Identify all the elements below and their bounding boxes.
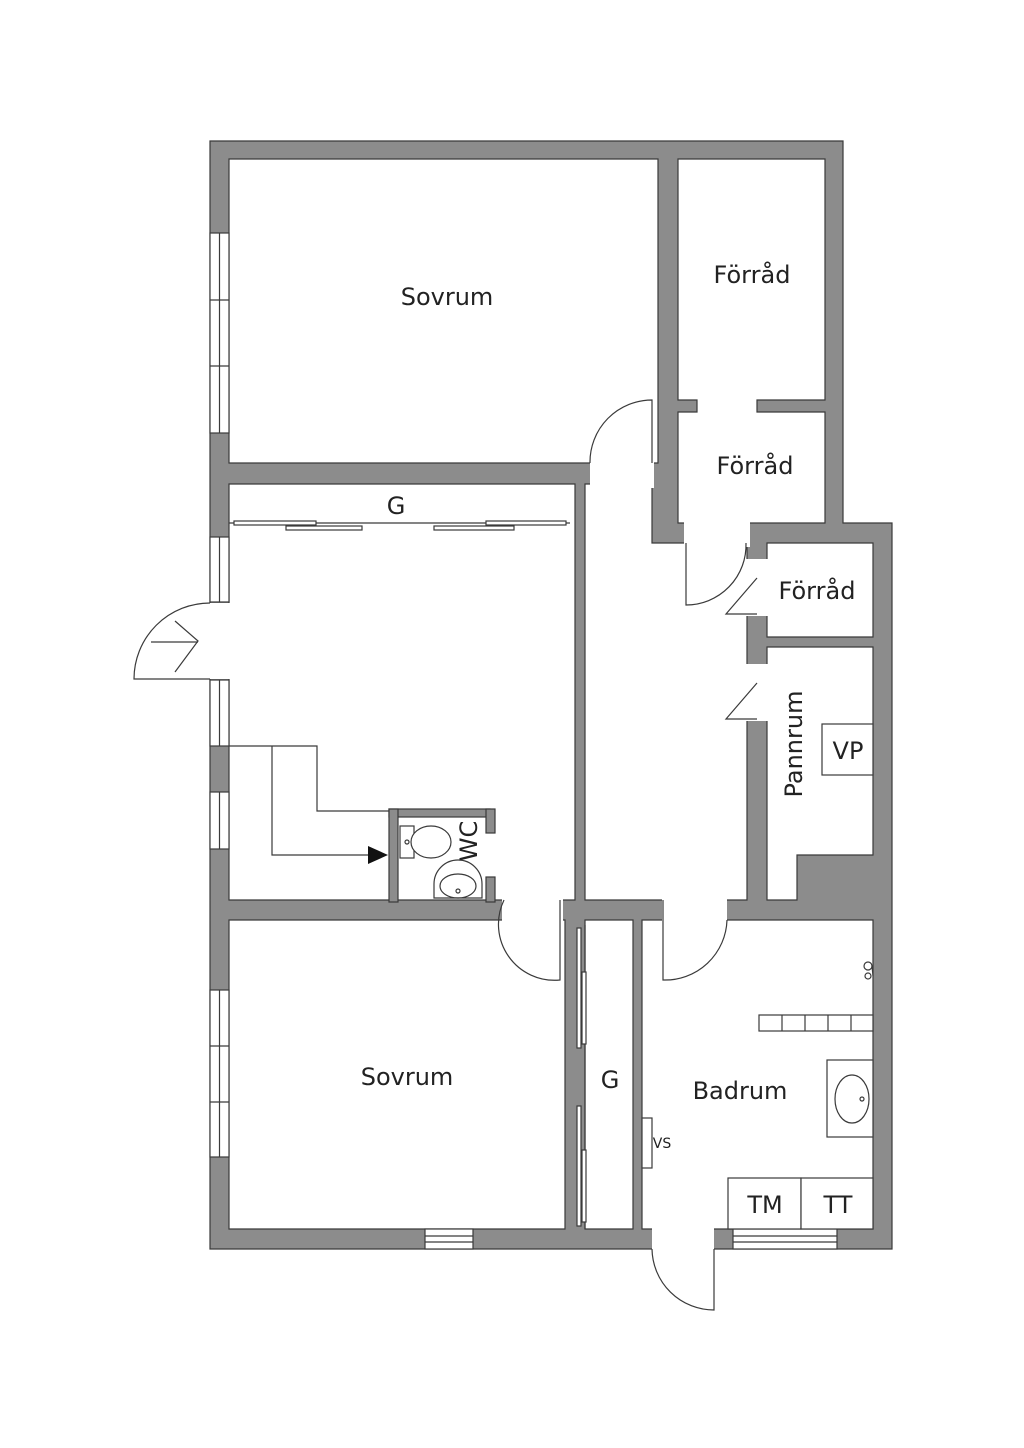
door-badrum (662, 900, 728, 981)
badrum-washbasin (826, 1059, 874, 1138)
window-bottom-sovrum (424, 1228, 474, 1250)
fixture-labels: G G WC VP VS TM TT (387, 492, 864, 1219)
door-forrad-2 (685, 542, 747, 606)
vs-unit (641, 1117, 653, 1169)
label-forrad-1: Förråd (714, 260, 791, 289)
shower-head-icon (863, 961, 874, 980)
door-forrad-3 (724, 577, 758, 615)
towel-rail (758, 1014, 874, 1032)
tm-unit (727, 1177, 802, 1230)
label-pannrum: Pannrum (780, 691, 808, 798)
window-bottom-badrum (732, 1228, 838, 1250)
label-tt: TT (823, 1191, 853, 1219)
door-sovrum-top (589, 399, 653, 464)
stair-arrow-icon (368, 846, 388, 864)
label-wc: WC (455, 821, 483, 862)
badrum-fixtures (641, 961, 874, 1230)
label-tm: TM (746, 1191, 782, 1219)
label-forrad-3: Förråd (779, 576, 856, 605)
wardrobe-bottom-doors (576, 925, 587, 1229)
wc-washbasin-icon (433, 859, 483, 899)
wc-compartment (388, 808, 496, 903)
label-vs: VS (653, 1136, 672, 1152)
label-wardrobe-top: G (387, 492, 406, 520)
door-sovrum-bottom (497, 899, 561, 981)
doors (133, 399, 758, 1311)
stair (229, 745, 389, 864)
toilet-bowl-icon (410, 825, 452, 859)
windows (209, 232, 838, 1250)
entrance-arrow-icon (174, 620, 199, 673)
label-sovrum-bottom: Sovrum (361, 1063, 454, 1091)
label-badrum: Badrum (693, 1077, 788, 1105)
label-wardrobe-bottom: G (601, 1066, 620, 1094)
door-openings (206, 460, 771, 1253)
label-forrad-2: Förråd (717, 451, 794, 480)
label-vp: VP (833, 737, 864, 765)
washbasin-icon (834, 1074, 870, 1124)
entrance-door (133, 602, 211, 680)
label-sovrum-top: Sovrum (401, 283, 494, 311)
tt-unit (800, 1177, 874, 1230)
vp-unit (821, 723, 874, 776)
door-exterior-bottom (651, 1248, 715, 1311)
door-pannrum (724, 682, 758, 720)
room-labels: Sovrum Förråd Förråd Förråd Pannrum Sovr… (361, 260, 856, 1105)
wardrobe-top-doors (229, 520, 570, 531)
